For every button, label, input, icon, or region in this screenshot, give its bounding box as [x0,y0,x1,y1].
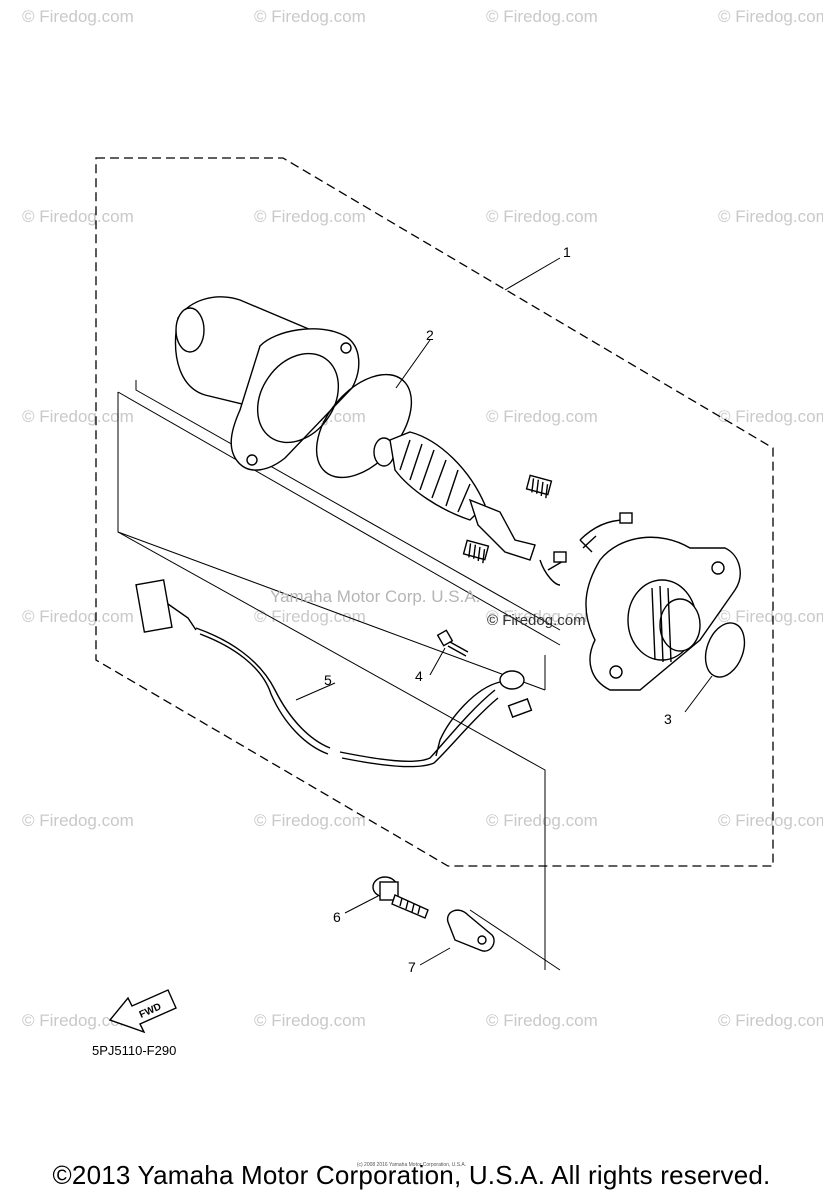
assembly-boundary [95,157,774,867]
part-code: 5PJ5110-F290 [92,1043,177,1058]
watermark-text: © Firedog.com [22,607,134,626]
callout-3: 3 [664,711,672,727]
starter-motor-yoke [174,296,360,471]
brush-holder [539,512,633,586]
bolt-small [436,629,469,657]
o-ring-small [704,622,746,678]
armature [373,431,536,561]
watermark-text: © Firedog.com [718,1011,823,1030]
brush-springs [462,474,553,564]
center-watermark: Yamaha Motor Corp. U.S.A. © Firedog.com [270,587,586,629]
watermark-text: © Firedog.com [22,1011,134,1030]
watermark-text: © Firedog.com [486,811,598,830]
watermark-text: © Firedog.com [254,207,366,226]
callout-7: 7 [408,959,416,975]
center-watermark-line1: Yamaha Motor Corp. U.S.A. [270,587,480,606]
callout-numbers: 1 2 3 4 5 6 7 [324,244,672,975]
watermark-text: © Firedog.com [486,407,598,426]
starter-lead-wire [135,579,533,768]
watermark-text: © Firedog.com [22,207,134,226]
screw [372,876,429,919]
watermark-text: © Firedog.com [254,811,366,830]
watermark-text: © Firedog.com [486,1011,598,1030]
watermark-text: © Firedog.com [486,207,598,226]
watermark-grid: © Firedog.com © Firedog.com © Firedog.com ©… [22,7,823,1030]
watermark-text: © Firedog.com [718,811,823,830]
front-cover [585,536,741,691]
watermark-text: © Firedog.com [486,7,598,26]
watermark-text: © Firedog.com [718,607,823,626]
watermark-text: © Firedog.com [718,7,823,26]
watermark-text: © Firedog.com [718,407,823,426]
watermark-text: © Firedog.com [254,7,366,26]
callout-5: 5 [324,672,332,688]
tiny-copyright: (c) 2008 2016 Yamaha Motor Corporation, … [356,1162,467,1168]
leader-lines [295,257,713,966]
callout-1: 1 [563,244,571,260]
watermark-text: © Firedog.com [254,1011,366,1030]
watermark-text: © Firedog.com [22,407,134,426]
watermark-text: © Firedog.com [22,7,134,26]
clamp [446,909,495,952]
sub-assembly-frame [117,380,561,971]
watermark-text: © Firedog.com [254,607,366,626]
callout-6: 6 [333,909,341,925]
copyright-notice: ©2013 Yamaha Motor Corporation, U.S.A. A… [52,1160,771,1190]
callout-2: 2 [426,327,434,343]
watermark-text: © Firedog.com [486,607,598,626]
callout-4: 4 [415,668,423,684]
watermark-text: © Firedog.com [718,207,823,226]
watermark-text: © Firedog.com [22,811,134,830]
center-watermark-line2: © Firedog.com [487,612,586,629]
fwd-arrow-icon: FWD [108,989,177,1034]
